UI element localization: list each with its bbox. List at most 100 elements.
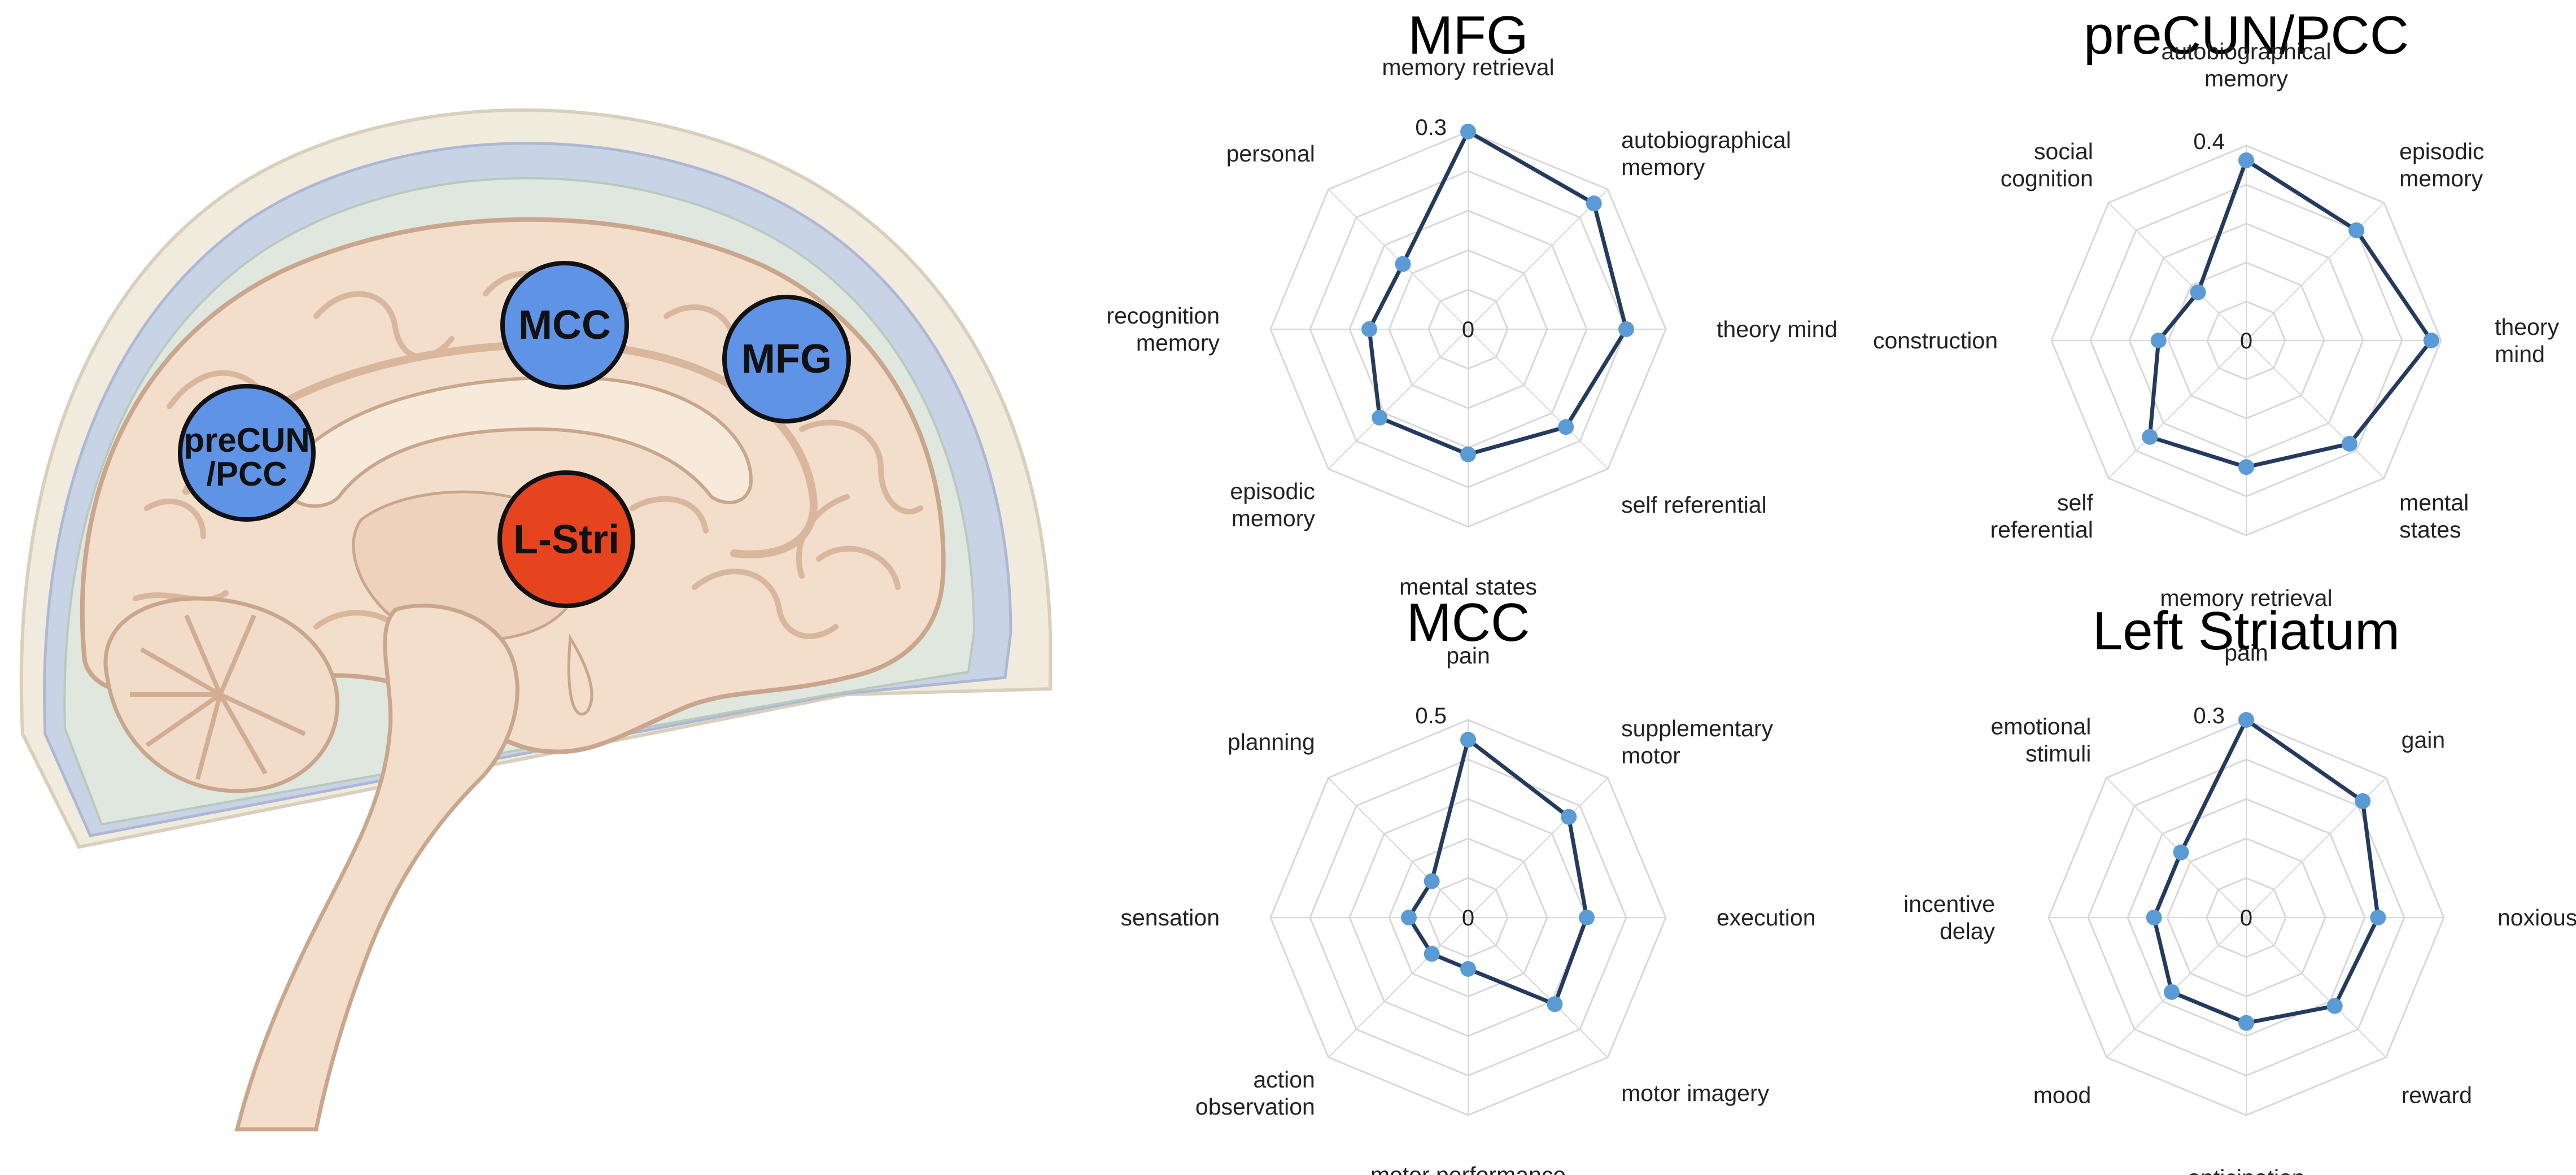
grid-spoke [1328, 329, 1469, 470]
series-point [2348, 222, 2365, 238]
series-point [2150, 333, 2167, 348]
region-label-precun-line1: preCUN [184, 421, 309, 459]
region-marker-l-stri: L-Stri [497, 470, 635, 608]
axis-label: planning [1228, 729, 1315, 755]
brainstem [234, 604, 593, 1132]
axis-label: anticipation [2188, 1165, 2304, 1175]
series-point [1460, 732, 1476, 748]
tick-label-max: 0.4 [2193, 129, 2225, 154]
tick-label-min: 0 [1462, 317, 1474, 342]
region-label-precun-line2: /PCC [206, 455, 287, 493]
series-point [1372, 409, 1388, 426]
tick-label-max: 0.3 [2193, 704, 2225, 728]
grid-spoke [1468, 777, 1609, 918]
chart-title: Left Striatum [2093, 601, 2400, 661]
series-point [1401, 910, 1417, 925]
series-point [2423, 333, 2439, 348]
series-point [1460, 961, 1476, 977]
series-point [2238, 1015, 2254, 1031]
axis-label: construction [1873, 327, 1998, 353]
chart-title: MFG [1408, 5, 1528, 65]
series-point [1460, 124, 1476, 139]
grid-spoke [2108, 202, 2247, 341]
axis-label: personal [1226, 141, 1315, 167]
series-point [1460, 446, 1476, 462]
grid-spoke [1328, 917, 1469, 1058]
brain-illustration: MCC MFG preCUN /PCC L-Stri [19, 108, 1052, 1132]
series-point [1547, 996, 1563, 1012]
region-marker-mcc: MCC [500, 261, 629, 390]
series-point [2173, 844, 2189, 860]
series-point [2142, 429, 2158, 445]
axis-label: theory mind [1717, 316, 1837, 342]
axis-label: mental states [1399, 574, 1537, 600]
grid-spoke [2246, 917, 2387, 1058]
axis-label: sensation [1120, 905, 1220, 931]
series-point [1361, 321, 1377, 337]
axis-label: memory retrieval [2160, 585, 2332, 611]
region-label-mcc: MCC [518, 303, 611, 348]
tick-label-max: 0.3 [1415, 115, 1447, 140]
series-point [1561, 809, 1577, 825]
axis-label: execution [1717, 905, 1816, 931]
series-point [1558, 419, 1574, 435]
axis-label: reward [2402, 1082, 2472, 1108]
region-label-l-stri: L-Stri [513, 517, 619, 562]
radar-chart-left-striatum: Left Striatum00.3paingainnoxiousrewardan… [1903, 601, 2576, 1175]
axis-label: mood [2033, 1082, 2092, 1108]
series-point [2341, 435, 2357, 452]
series-point [2190, 284, 2206, 300]
tick-label-min: 0 [1462, 906, 1474, 931]
axis-label: memory retrieval [1382, 54, 1554, 80]
tick-label-min: 0 [2240, 906, 2252, 931]
series-point [2146, 910, 2162, 925]
series-line [2152, 718, 2380, 1025]
axis-label: pain [2224, 640, 2268, 666]
series-point [2370, 910, 2386, 925]
grid-spoke [1468, 189, 1609, 330]
series-point [2238, 459, 2254, 475]
series-point [1424, 873, 1440, 889]
grid-spoke [2246, 340, 2385, 479]
cerebellum [103, 596, 340, 793]
series-point [2164, 984, 2180, 1000]
region-marker-precun-pcc: preCUN /PCC [178, 384, 316, 522]
series-point [1424, 946, 1440, 962]
chart-title: MCC [1407, 592, 1530, 653]
chart-title: preCUN/PCC [2084, 5, 2409, 65]
series-point [2238, 152, 2254, 168]
grid-spoke [1468, 329, 1609, 470]
series-point [2238, 712, 2254, 728]
axis-label: gain [2402, 727, 2446, 753]
axis-label: self referential [1621, 492, 1767, 518]
series-line [1407, 737, 1589, 1006]
axis-label: motor imagery [1621, 1080, 1770, 1106]
tick-label-min: 0 [2240, 329, 2252, 353]
grid-spoke [1468, 917, 1609, 1058]
series-point [1395, 256, 1411, 272]
axis-label: pain [1446, 643, 1490, 669]
grid-spoke [2108, 340, 2247, 479]
series-point [1579, 910, 1595, 925]
series-line [1367, 129, 1628, 457]
tick-label-max: 0.5 [1415, 704, 1447, 728]
series-point [1586, 195, 1602, 212]
series-point [2355, 793, 2371, 809]
series-point [1618, 321, 1634, 337]
